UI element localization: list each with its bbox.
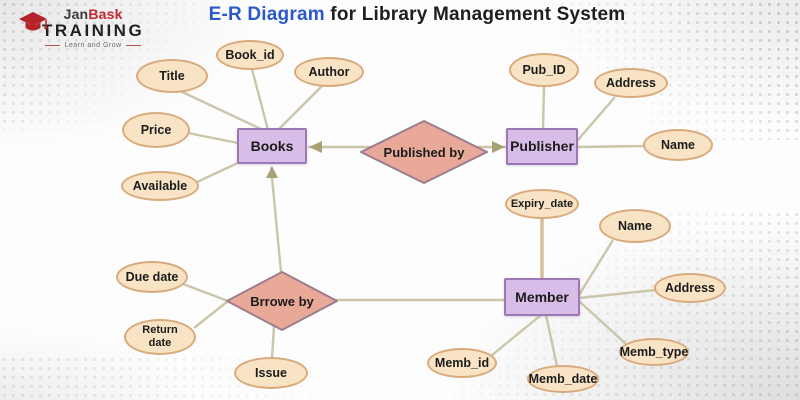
connector-line	[269, 166, 283, 273]
logo-brand-jan: Jan	[63, 6, 89, 22]
connector-line	[187, 131, 239, 145]
logo-brand-bask: Bask	[88, 6, 123, 22]
tagline-dash-right	[125, 44, 141, 46]
arrowhead-left	[309, 141, 322, 153]
page-title-highlight: E-R Diagram	[208, 4, 325, 25]
page-title: E-R Diagram for Library Management Syste…	[0, 4, 800, 26]
connector-line	[578, 288, 657, 300]
logo-training-text: TRAINING	[42, 21, 145, 40]
janbask-logo: JanBask TRAINING Learn and Grow	[14, 7, 144, 49]
connector-line	[576, 96, 616, 142]
logo-tagline-text: Learn and Grow	[64, 41, 122, 49]
connector-line	[577, 239, 615, 296]
tagline-dash-left	[45, 44, 61, 46]
connector-line	[578, 300, 627, 345]
connector-line	[544, 314, 559, 367]
connector-line	[177, 88, 264, 132]
connector-line	[576, 144, 646, 149]
connector-line	[490, 314, 542, 357]
connector-line	[270, 325, 276, 359]
connector-line	[196, 159, 243, 184]
connector-line	[182, 282, 229, 303]
connector-line	[277, 85, 323, 131]
connector-line	[250, 68, 270, 131]
page-title-rest: for Library Management System	[324, 4, 626, 25]
logo-text: JanBask TRAINING Learn and Grow	[42, 7, 144, 49]
graduation-cap-icon	[19, 12, 48, 31]
connector-line	[541, 85, 546, 130]
connector-line	[193, 300, 229, 329]
logo-brand: JanBask	[64, 7, 123, 21]
arrowhead-right	[492, 141, 505, 153]
relationship-diamond-brrowe-by	[226, 271, 338, 331]
relationship-diamond-published-by	[360, 120, 488, 184]
logo-tagline: Learn and Grow	[45, 41, 141, 49]
arrowhead-up	[266, 166, 278, 178]
